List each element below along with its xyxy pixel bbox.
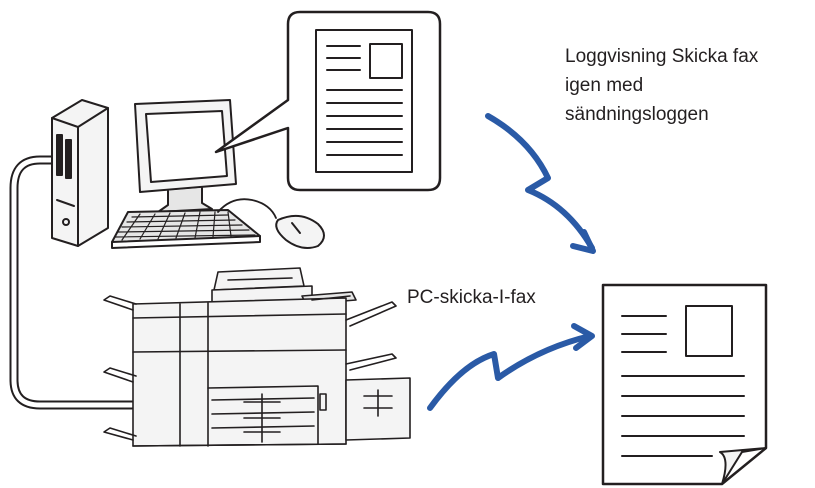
- keyboard-icon: [111, 209, 261, 249]
- log-resend-label-line1: Loggvisning Skicka fax: [565, 46, 759, 67]
- monitor-icon: [134, 99, 237, 213]
- log-resend-label-line2: igen med: [565, 75, 644, 96]
- fax-document-icon: [601, 283, 768, 486]
- pc-fax-label: PC-skicka-I-fax: [407, 287, 536, 308]
- computer-tower-icon: [51, 99, 109, 247]
- log-resend-label-line3: sändningsloggen: [565, 104, 709, 125]
- mouse-icon: [217, 198, 325, 249]
- send-arrow-icon: [427, 323, 595, 411]
- log-resend-label: Loggvisning Skicka fax igen med sändning…: [565, 42, 758, 129]
- send-arrow-icon: [485, 113, 596, 254]
- multifunction-printer-icon: [103, 267, 411, 447]
- document-bubble-icon: [214, 10, 442, 192]
